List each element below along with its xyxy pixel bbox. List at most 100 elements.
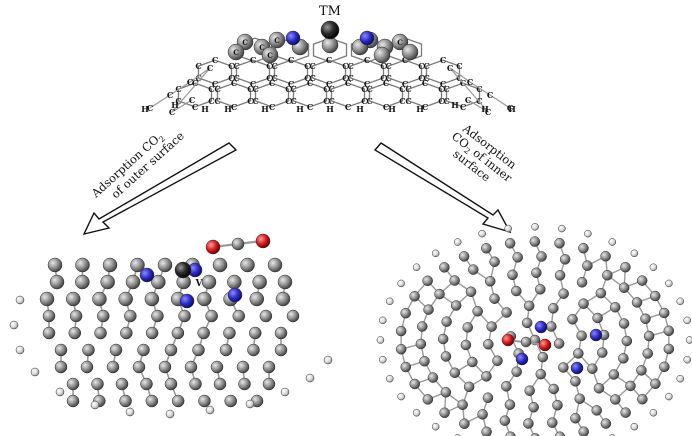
atom-letter: C [422, 102, 428, 112]
nitrogen-atom [515, 352, 529, 366]
carbon-atom [520, 336, 532, 348]
atom-letter: C [328, 84, 334, 94]
atom-letter: C [167, 90, 173, 100]
carbon-atom [423, 304, 434, 315]
atom-letter: C [366, 96, 372, 106]
atom-letter: C [423, 73, 429, 83]
atom-letter: H [261, 104, 269, 114]
hex-ring [311, 59, 347, 85]
carbon-atom [212, 257, 228, 273]
carbon-atom [481, 243, 492, 254]
hydrogen-atom [412, 263, 421, 272]
carbon-atom [409, 290, 420, 302]
carbon-atom [286, 309, 300, 323]
carbon-atom [620, 261, 631, 273]
atom-letter: C [456, 61, 462, 71]
atom-letter: H [416, 104, 424, 114]
atom-letter: H [388, 104, 396, 114]
carbon-atom [484, 276, 496, 287]
nitrogen-atom [589, 328, 603, 342]
atom-letter: C [252, 84, 258, 94]
atom-letter: H [356, 104, 364, 114]
carbon-atom [197, 291, 212, 307]
carbon-atom [501, 381, 512, 392]
carbon-atom [468, 264, 479, 275]
carbon-atom [558, 362, 569, 373]
hydrogen-atom [649, 408, 658, 417]
atom-letter: C [212, 79, 218, 89]
atom-letter: C [380, 61, 386, 71]
carbon-atom [262, 360, 276, 374]
carbon-atom [224, 394, 237, 408]
carbon-atom [120, 326, 133, 340]
carbon-atom [486, 321, 497, 332]
carbon-atom [118, 291, 133, 307]
atom-letter: C [402, 79, 408, 89]
carbon-atom [658, 307, 670, 319]
hydrogen-atom [90, 400, 100, 410]
carbon-atom [582, 260, 593, 271]
carbon-atom [523, 418, 534, 429]
carbon-atom [482, 392, 494, 403]
hydrogen-atom [685, 336, 692, 344]
atom-letter: C [228, 73, 234, 83]
carbon-atom [132, 360, 146, 374]
hex-ring [330, 82, 366, 108]
atom-letter: C [208, 84, 214, 94]
atom-letter: C [285, 96, 291, 106]
carbon-atom [593, 382, 605, 394]
atom-letter: C [195, 61, 201, 71]
carbon-atom [49, 274, 65, 290]
hex-ring [235, 59, 271, 85]
carbon-atom [553, 338, 565, 349]
atom-letter: C [460, 102, 466, 112]
carbon-atom [449, 275, 460, 286]
carbon-atom [574, 393, 586, 404]
atom-letter: C [347, 73, 353, 83]
carbon-atom [54, 343, 68, 357]
carbon-atom [409, 378, 421, 390]
carbon-atom [618, 282, 630, 293]
atom-letter: C [399, 96, 405, 106]
atom-letter: C [208, 96, 214, 106]
hydrogen-atom [453, 238, 462, 246]
atom-letter: C [290, 84, 296, 94]
hydrogen-atom [376, 336, 385, 344]
carbon-atom [115, 377, 129, 391]
hydrogen-atom [125, 407, 135, 417]
atom-letter: C [405, 84, 411, 94]
hydrogen-atom [531, 223, 539, 231]
carbon-atom [268, 31, 286, 49]
atom-letter: C [364, 79, 370, 89]
hydrogen-atom [15, 345, 25, 355]
carbon-atom [232, 309, 246, 323]
atom-letter: C [266, 73, 272, 83]
carbon-atom [643, 330, 655, 342]
atom-letter: C [250, 79, 256, 89]
carbon-atom [597, 347, 608, 358]
carbon-atom [422, 394, 434, 405]
hydrogen-atom [665, 392, 673, 401]
hex-ring [425, 59, 461, 85]
atom-letter: C [342, 73, 348, 83]
atom-letter: C [285, 84, 291, 94]
carbon-atom [213, 377, 227, 391]
atom-letter: C [207, 63, 213, 73]
atom-letter: C [418, 61, 424, 71]
carbon-atom [96, 309, 110, 323]
carbon-atom [137, 343, 150, 357]
carbon-atom [201, 274, 217, 290]
carbon-atom [252, 274, 267, 290]
atom-letter: C [423, 61, 429, 71]
atom-letter: H [451, 100, 459, 110]
atom-letter: C [266, 61, 272, 71]
atom-letter: H [224, 104, 232, 114]
atom-letter: C [233, 48, 239, 57]
carbon-atom [400, 307, 411, 319]
carbon-atom [554, 431, 566, 436]
right-label-line2-sub: 2 [462, 146, 472, 156]
carbon-atom [395, 343, 407, 355]
carbon-atom [548, 303, 559, 314]
hydrogen-atom [608, 238, 617, 246]
atom-letter: C [242, 38, 248, 47]
